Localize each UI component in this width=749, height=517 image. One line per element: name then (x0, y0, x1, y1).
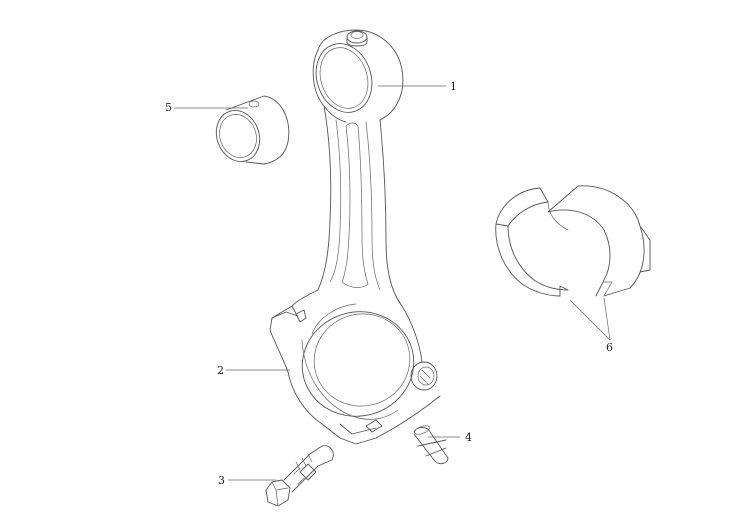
leader-6a (569, 299, 611, 341)
callout-5: 5 (165, 101, 172, 114)
callout-labels: 1 2 3 4 5 6 (165, 80, 613, 487)
cap-bolt (265, 445, 334, 507)
small-end-bushing (215, 95, 290, 165)
connecting-rod (291, 29, 423, 417)
leader-lines (174, 85, 611, 481)
dowel-pin (413, 425, 449, 465)
big-end-bearing-shells (495, 185, 651, 297)
callout-2: 2 (217, 364, 224, 377)
callout-4: 4 (465, 431, 472, 444)
connecting-rod-cap (269, 305, 441, 445)
callout-1: 1 (450, 80, 457, 93)
leader-6b (603, 297, 611, 341)
callout-6: 6 (606, 341, 613, 354)
callout-3: 3 (218, 474, 225, 487)
